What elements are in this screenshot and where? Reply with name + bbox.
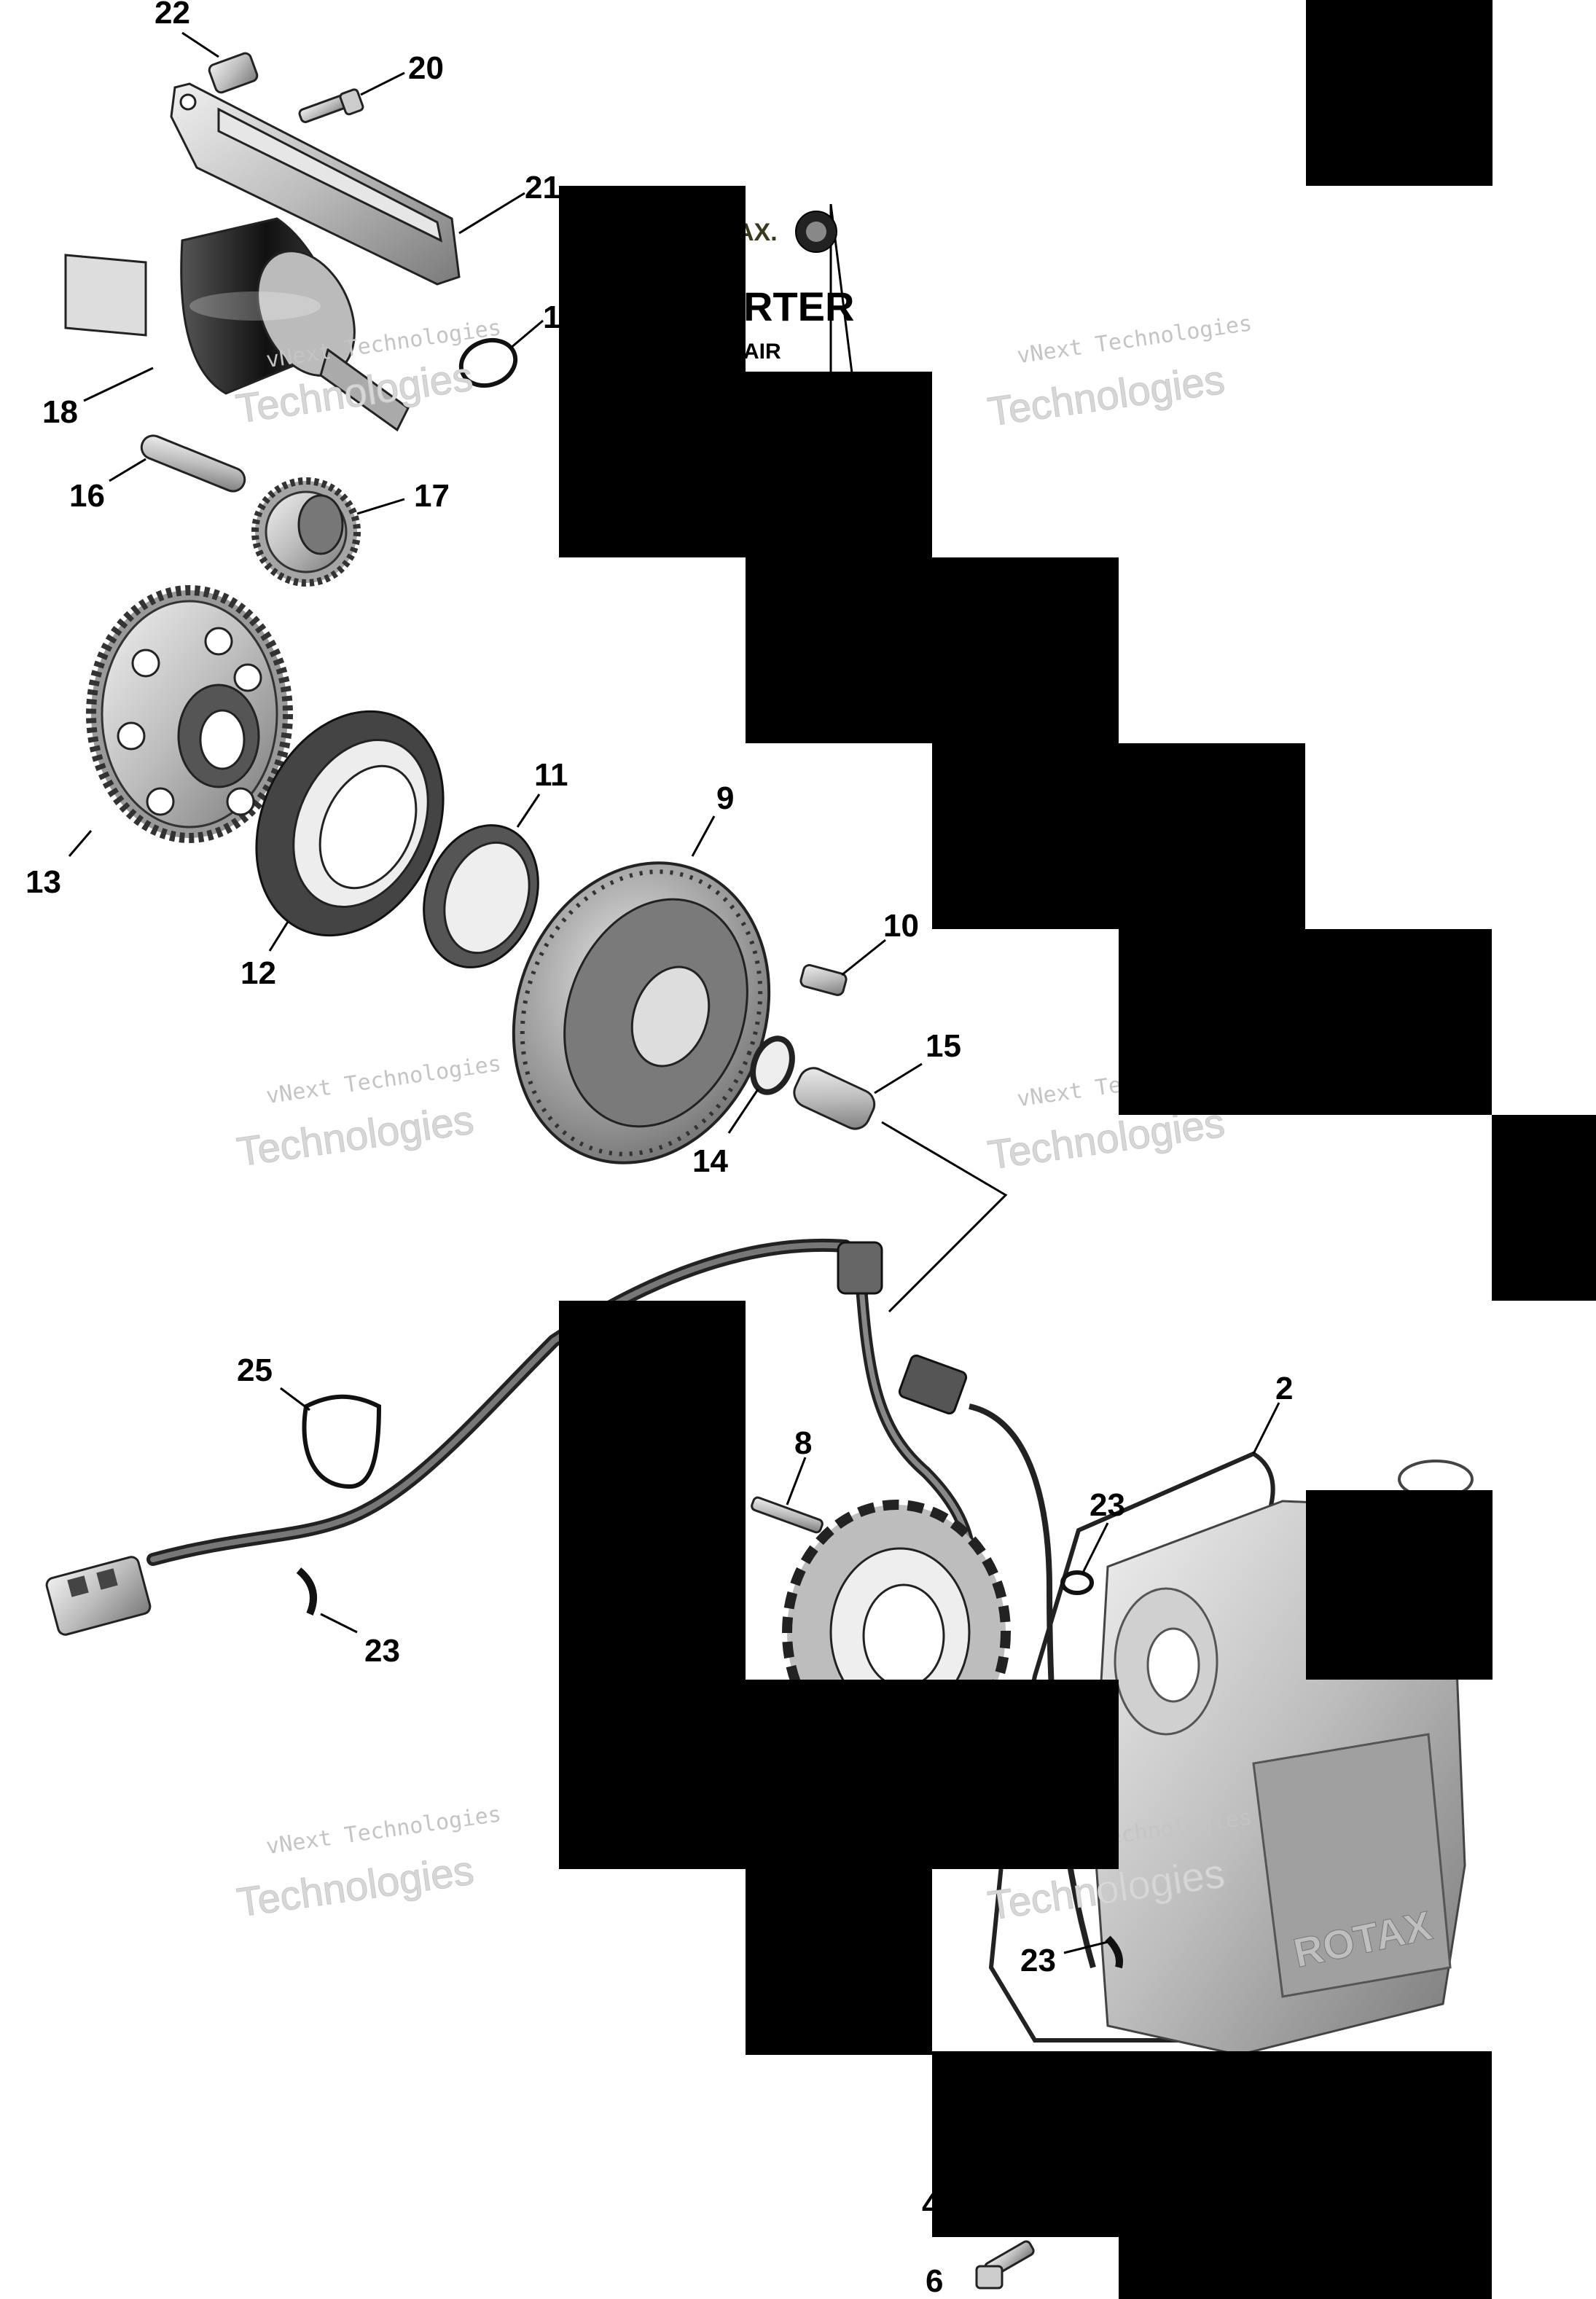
starter-bracket bbox=[170, 82, 461, 286]
callout-23-left: 23 bbox=[364, 1633, 400, 1669]
ring-gear-13 bbox=[86, 585, 293, 843]
callout-16: 16 bbox=[69, 478, 105, 514]
redaction-block bbox=[746, 1869, 932, 2055]
redaction-block bbox=[746, 1680, 1119, 1869]
callout-14: 14 bbox=[692, 1143, 728, 1179]
callout-9: 9 bbox=[716, 780, 734, 816]
assembly-leader bbox=[881, 1121, 1008, 1313]
bolt-20 bbox=[298, 88, 364, 123]
redaction-block bbox=[1305, 929, 1492, 1115]
redaction-block bbox=[932, 2051, 1492, 2237]
harness-connector bbox=[45, 1556, 152, 1636]
bearing-11 bbox=[423, 824, 539, 968]
clamp-25 bbox=[302, 1394, 382, 1489]
watermark-5: vNext Technologies Technologies bbox=[234, 1801, 503, 1926]
leader-lines bbox=[68, 31, 1280, 1954]
pin-16 bbox=[140, 434, 246, 493]
clip-23-lower bbox=[1105, 1935, 1123, 1969]
callout-21: 21 bbox=[525, 170, 560, 205]
redaction-block bbox=[1119, 743, 1305, 1115]
redaction-blocks bbox=[559, 0, 1596, 2299]
callout-6: 6 bbox=[926, 2263, 943, 2299]
callout-10: 10 bbox=[883, 908, 919, 944]
redaction-block bbox=[559, 1301, 746, 1869]
gear-17 bbox=[251, 477, 361, 587]
callout-25: 25 bbox=[237, 1352, 273, 1388]
header-fragment: AX. RTER AIR bbox=[736, 203, 854, 380]
redaction-block bbox=[1306, 0, 1493, 186]
callout-22: 22 bbox=[154, 0, 190, 31]
callout-11: 11 bbox=[534, 757, 568, 793]
o-ring-19 bbox=[458, 337, 518, 388]
callout-12: 12 bbox=[240, 955, 276, 991]
callout-20: 20 bbox=[408, 50, 444, 86]
callout-23-mid: 23 bbox=[1090, 1487, 1125, 1523]
bolt-6 bbox=[975, 2240, 1035, 2290]
callout-15: 15 bbox=[926, 1028, 961, 1064]
callout-labels: 22 20 21 19 18 16 17 13 12 11 9 10 15 14… bbox=[26, 0, 1293, 2299]
watermark-3: vNext Technologies Technologies bbox=[234, 1051, 503, 1175]
watermark-2: vNext Technologies Technologies bbox=[985, 310, 1253, 435]
redaction-block bbox=[559, 186, 746, 557]
redaction-block bbox=[932, 557, 1119, 929]
redaction-block bbox=[1119, 2237, 1492, 2299]
bolt-8 bbox=[751, 1496, 824, 1534]
callout-8: 8 bbox=[794, 1425, 812, 1461]
washer-14 bbox=[750, 1035, 795, 1095]
gasket-2 bbox=[988, 1451, 1286, 2043]
clip-23-left bbox=[296, 1567, 317, 1615]
callout-2: 2 bbox=[1275, 1371, 1293, 1406]
bolt-22 bbox=[208, 52, 259, 94]
header-subtitle: AIR bbox=[743, 340, 781, 364]
redaction-block bbox=[1492, 1115, 1596, 1301]
callout-13: 13 bbox=[26, 864, 61, 900]
callout-18: 18 bbox=[42, 394, 78, 430]
bolt-10 bbox=[799, 964, 848, 996]
callout-23-lower: 23 bbox=[1020, 1943, 1056, 1978]
bolt-15 bbox=[793, 1067, 876, 1130]
redaction-block bbox=[746, 372, 932, 743]
starter-motor bbox=[64, 217, 410, 432]
o-ring-23-mid bbox=[1060, 1570, 1094, 1595]
header-title: RTER bbox=[743, 283, 854, 329]
sprag-clutch-12 bbox=[255, 710, 445, 937]
flywheel-9 bbox=[512, 861, 771, 1164]
callout-17: 17 bbox=[414, 478, 450, 514]
redaction-block bbox=[1306, 1490, 1493, 1680]
